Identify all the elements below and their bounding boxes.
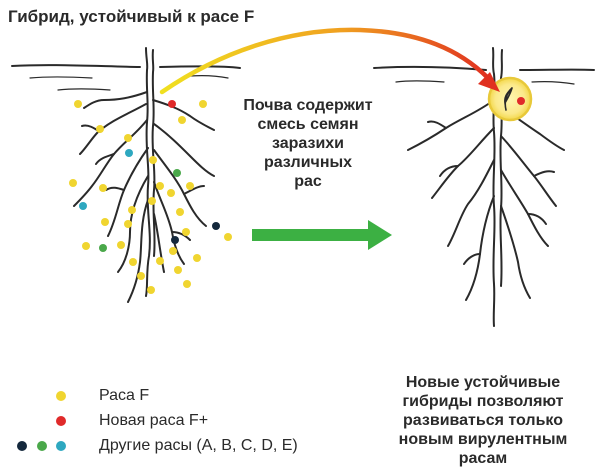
big-arrow-head: [368, 220, 392, 250]
seed-dot-race-f: [156, 182, 164, 190]
left-root-12: [81, 124, 205, 241]
left-soil-hatch: [29, 75, 229, 91]
seed-dot-race-f: [174, 266, 182, 274]
left-root-2: [79, 103, 147, 155]
curved-arrow-line: [159, 27, 491, 95]
seed-dot-race-f: [178, 116, 186, 124]
seed-dot-race-f: [117, 241, 125, 249]
seed-dot-race-f: [147, 286, 155, 294]
result-description-line: расам: [458, 450, 508, 467]
seed-dot-race-f: [69, 179, 77, 187]
seed-dot-race-f: [148, 197, 156, 205]
seed-dot-race-f: [186, 182, 194, 190]
right-soil-hatch: [395, 80, 575, 85]
seed-dots: [69, 97, 525, 294]
seed-dot-race-f: [96, 125, 104, 133]
result-description-line: новым вирулентным: [398, 431, 568, 448]
seed-dot-race-f: [199, 100, 207, 108]
infection-highlight: [487, 76, 533, 122]
right-root-7: [500, 169, 549, 247]
legend-swatch-yellow: [56, 391, 66, 401]
seed-dot-other-race-dark: [212, 222, 220, 230]
seed-dot-other-race-dark: [171, 236, 179, 244]
seed-dot-other-race-green: [173, 169, 181, 177]
left-stem-inner: [151, 49, 156, 257]
big-arrow-shaft: [252, 229, 370, 241]
right-roots: [407, 47, 565, 327]
seed-dot-race-f: [101, 218, 109, 226]
legend-item-other-races: Другие расы (A, B, C, D, E): [0, 436, 380, 456]
legend-item-new-race: Новая раса F+: [0, 411, 380, 431]
soil-description-line: Почва содержит: [243, 97, 373, 114]
curved-arrow: [159, 27, 500, 95]
infection-glow: [487, 76, 533, 122]
soil-description-line: заразихи: [271, 135, 345, 152]
left-roots: [73, 47, 215, 303]
right-root-2: [431, 127, 495, 199]
right-root-3: [447, 159, 495, 247]
right-root-4: [465, 195, 495, 301]
seed-dot-race-f: [156, 257, 164, 265]
seed-dot-race-f: [169, 247, 177, 255]
legend-swatch-dark: [17, 441, 27, 451]
seed-dot-new-race: [517, 97, 525, 105]
curved-arrow-head: [478, 72, 500, 92]
result-description-line: развиваться только: [403, 412, 563, 429]
seed-dot-race-f: [137, 272, 145, 280]
left-root-1: [83, 91, 148, 109]
legend-swatch-green: [37, 441, 47, 451]
left-root-5: [117, 175, 149, 273]
left-soil: [11, 64, 241, 91]
seed-dot-race-f: [124, 134, 132, 142]
result-description-line: Новые устойчивые: [405, 374, 561, 391]
result-description-line: гибриды позволяют: [402, 393, 564, 410]
seed-dot-race-f: [193, 254, 201, 262]
soil-description-line: различных: [263, 154, 353, 171]
seed-dot-race-f: [129, 258, 137, 266]
legend-swatch-red: [56, 416, 66, 426]
right-stem: [492, 47, 496, 327]
legend-label: Другие расы (A, B, C, D, E): [99, 437, 298, 454]
soil-description: Почва содержит смесь семян заразихи разл…: [222, 96, 394, 191]
left-root-11: [153, 213, 165, 273]
right-root-9: [427, 120, 555, 265]
seed-dot-other-race-green: [99, 244, 107, 252]
seed-dot-race-f: [99, 184, 107, 192]
legend-label: Новая раса F+: [99, 412, 209, 429]
parasite-seedling-icon: [504, 87, 513, 111]
right-soil: [373, 65, 595, 85]
legend-label: Раса F: [99, 387, 150, 404]
big-arrow: [252, 220, 392, 250]
seed-dot-race-f: [149, 156, 157, 164]
seed-dot-race-f: [128, 206, 136, 214]
seed-dot-race-f: [224, 233, 232, 241]
left-stem: [145, 47, 151, 297]
seed-dot-other-race-teal: [79, 202, 87, 210]
seed-dot-new-race: [168, 100, 176, 108]
seed-dot-race-f: [176, 208, 184, 216]
seed-dot-race-f: [124, 220, 132, 228]
left-root-8: [153, 123, 215, 177]
seed-dot-race-f: [167, 189, 175, 197]
seed-dot-race-f: [183, 280, 191, 288]
left-root-6: [127, 199, 149, 303]
right-soil-line: [373, 65, 595, 71]
legend-item-race-f: Раса F: [0, 386, 380, 406]
result-description: Новые устойчивые гибриды позволяют разви…: [372, 373, 594, 468]
seed-dot-race-f: [74, 100, 82, 108]
legend-swatch-teal: [56, 441, 66, 451]
right-root-8: [500, 205, 531, 299]
seed-dot-other-race-teal: [125, 149, 133, 157]
diagram-title: Гибрид, устойчивый к расе F: [8, 7, 255, 26]
soil-description-line: смесь семян: [257, 116, 359, 133]
left-root-3: [73, 119, 148, 207]
seed-dot-race-f: [182, 228, 190, 236]
seed-dot-race-f: [82, 242, 90, 250]
soil-description-line: рас: [294, 173, 322, 190]
left-root-7: [152, 99, 215, 131]
